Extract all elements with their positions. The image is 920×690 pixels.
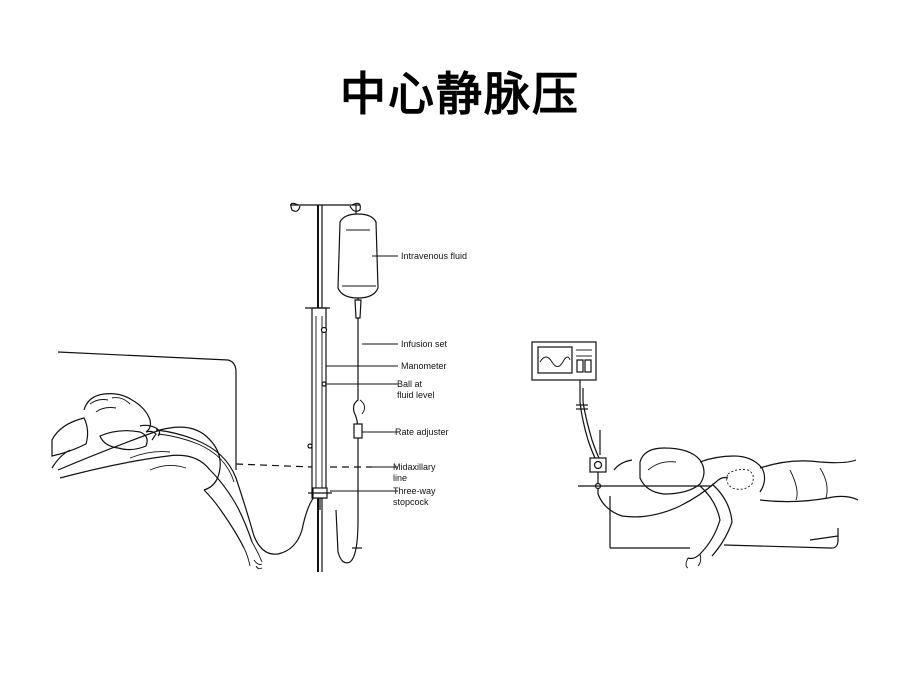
- transducer-cable: [576, 388, 601, 461]
- patient-left: [51, 393, 263, 570]
- label-intravenous-fluid: Intravenous fluid: [401, 251, 467, 261]
- bed-outline: [51, 351, 237, 470]
- label-infusion-set: Infusion set: [401, 339, 448, 349]
- infusion-set-tubing: [335, 320, 365, 564]
- label-ball-at: Ball at: [397, 379, 423, 389]
- bed-right: [609, 459, 839, 549]
- iv-bag: [337, 213, 379, 320]
- patient-right: [639, 447, 859, 569]
- label-midaxillary: Midaxillary: [393, 462, 436, 472]
- label-leaders: [326, 255, 398, 492]
- transducer: [589, 457, 607, 494]
- label-line: line: [393, 473, 407, 483]
- right-diagram: [531, 341, 859, 569]
- pressure-monitor: [531, 341, 597, 388]
- label-fluid-level: fluid level: [397, 390, 435, 400]
- right-catheter-tubing: [597, 476, 729, 518]
- catheter-tubing: [155, 429, 321, 555]
- label-three-way: Three-way: [393, 486, 436, 496]
- label-stopcock: stopcock: [393, 497, 429, 507]
- slide-title: 中心静脉压: [340, 67, 580, 121]
- manometer-column: [305, 307, 330, 499]
- label-manometer: Manometer: [401, 361, 447, 371]
- three-way-stopcock: [308, 487, 332, 510]
- label-rate-adjuster: Rate adjuster: [395, 427, 449, 437]
- midaxillary-dashed-line: [235, 463, 313, 468]
- left-diagram: Intravenous fluid Infusion set Manometer…: [51, 202, 467, 572]
